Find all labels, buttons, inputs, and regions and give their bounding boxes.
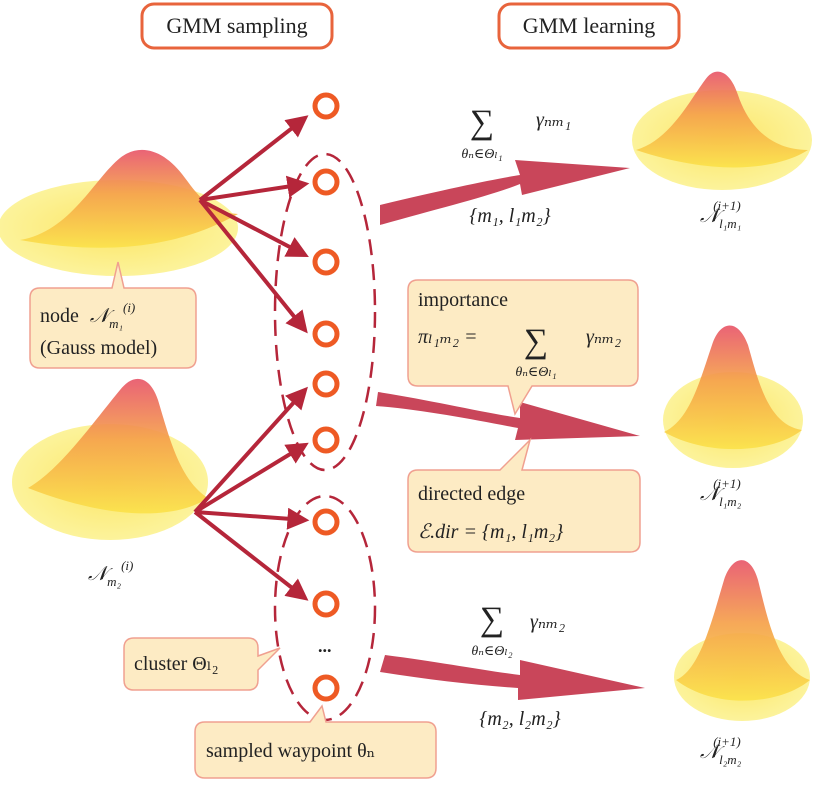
waypoints [312,92,340,702]
cluster-l1-outline [273,152,377,472]
callout-directed-edge: directed edge ℰ.dir = {m₁, l₁m₂} [407,437,641,553]
gauss-output-mid [663,325,803,468]
waypoint [312,168,340,196]
flow-top-formula: ∑ θₙ∈Θₗ₁ γₙₘ₁ {m₁, l₁m₂} [461,104,571,227]
callout-cluster: cluster Θₗ₂ [123,637,281,691]
waypoint [312,590,340,618]
flow-set: {m₁, l₁m₂} [469,205,550,227]
waypoint [312,370,340,398]
waypoint [312,320,340,348]
gauss-output-bot [674,560,810,721]
output-top-label: 𝒩l₁m₁(i+1) [700,198,741,231]
sum-index: θₙ∈Θₗ₁ [461,147,502,162]
waypoint-ellipsis: ... [318,636,332,656]
sum-index: θₙ∈Θₗ₂ [471,644,512,659]
edge-title: directed edge [418,483,525,505]
gmm-learning-label: GMM learning [523,13,656,38]
importance-title: importance [418,289,508,311]
waypoint [312,508,340,536]
gauss-model-m2 [12,378,208,540]
gamma-term: γₙₘ₂ [586,326,621,348]
callout-importance: importance πₗ₁ₘ₂ = ∑ θₙ∈Θₗ₁ γₙₘ₂ [407,279,639,416]
output-bot-label: 𝒩l₂m₂(i+1) [700,734,742,767]
waypoint [312,426,340,454]
flow-arrow-bot [380,655,645,700]
gmm-sampling-label: GMM sampling [166,13,307,38]
importance-lhs: πₗ₁ₘ₂ = [418,326,478,348]
gmm-sampling-header: GMM sampling [140,2,334,50]
waypoint-label: sampled waypoint θₙ [206,740,375,762]
waypoint [312,248,340,276]
node-description: (Gauss model) [40,337,157,359]
gauss-output-top [632,71,812,190]
flow-arrow-mid [376,392,640,440]
sum-symbol: ∑ [480,601,504,638]
sum-symbol: ∑ [470,104,494,141]
gamma-term: γₙₘ₂ [530,611,565,633]
waypoint [312,674,340,702]
waypoint [312,92,340,120]
gauss-model-m1 [0,149,238,276]
callout-node-m1: node 𝒩m₁(i) (Gauss model) [29,261,197,369]
gmm-learning-header: GMM learning [497,2,681,50]
learning-flows [376,160,645,700]
cluster-label: cluster Θₗ₂ [134,653,219,675]
flow-arrow-top [380,160,630,225]
output-mid-label: 𝒩l₁m₂(i+1) [700,476,742,509]
sampling-arrows [193,115,310,601]
node-m2-label: 𝒩m₂(i) [88,558,133,589]
gamma-term: γₙₘ₁ [536,109,571,131]
callout-waypoint: sampled waypoint θₙ [194,704,437,779]
flow-bot-formula: ∑ θₙ∈Θₗ₂ γₙₘ₂ {m₂, l₂m₂} [471,601,565,730]
sum-symbol: ∑ [524,323,548,360]
node-label: node 𝒩m₁(i) [40,300,135,331]
sum-index: θₙ∈Θₗ₁ [515,365,556,380]
edge-formula: ℰ.dir = {m₁, l₁m₂} [418,521,563,543]
flow-set: {m₂, l₂m₂} [479,708,560,730]
